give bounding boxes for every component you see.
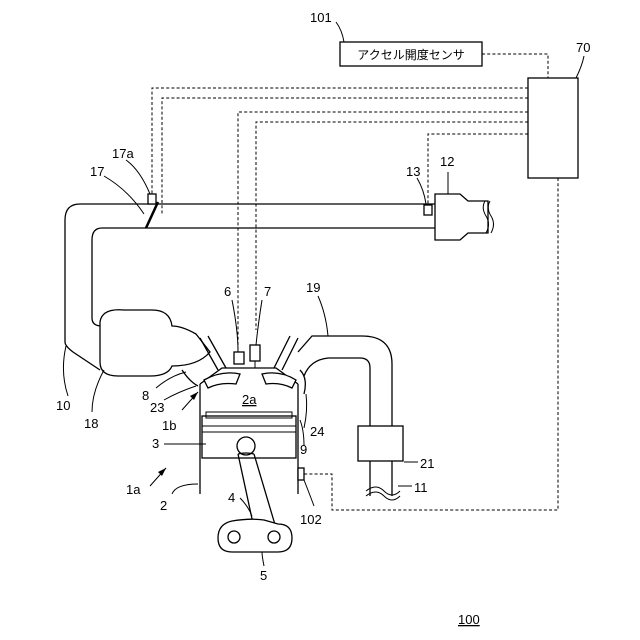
label-102: 102 [300, 512, 322, 527]
label-1a: 1a [126, 482, 141, 497]
label-101: 101 [310, 10, 332, 25]
label-6: 6 [224, 284, 231, 299]
label-11: 11 [414, 480, 428, 495]
label-12: 12 [440, 154, 454, 169]
exhaust-pipe [298, 336, 392, 426]
label-24: 24 [310, 424, 324, 439]
label-1b: 1b [162, 418, 176, 433]
fuel-injector [234, 352, 244, 364]
leader-lines [63, 22, 584, 566]
piston [202, 412, 296, 458]
label-17: 17 [90, 164, 104, 179]
label-3: 3 [152, 436, 159, 451]
surge-tank [100, 310, 210, 376]
controller-box [528, 78, 578, 178]
label-70: 70 [576, 40, 590, 55]
label-2: 2 [160, 498, 167, 513]
label-4: 4 [228, 490, 235, 505]
label-18: 18 [84, 416, 98, 431]
label-21: 21 [420, 456, 434, 471]
label-8: 8 [142, 388, 149, 403]
air-cleaner [435, 194, 488, 240]
label-17a: 17a [112, 146, 134, 161]
connecting-rod [238, 454, 276, 528]
label-2a: 2a [242, 392, 257, 407]
throttle-sensor [148, 194, 156, 204]
label-13: 13 [406, 164, 420, 179]
label-9: 9 [300, 442, 307, 457]
cylinder-head [200, 336, 298, 388]
spark-plug [250, 345, 260, 361]
label-23: 23 [150, 400, 164, 415]
catalyst [358, 426, 403, 461]
airflow-meter [424, 205, 432, 215]
throttle-valve [146, 202, 158, 228]
accelerator-sensor-text: アクセル開度センサ [357, 47, 464, 62]
label-5: 5 [260, 568, 267, 583]
label-7: 7 [264, 284, 271, 299]
crankshaft [218, 519, 292, 552]
knock-sensor [298, 468, 304, 480]
label-10: 10 [56, 398, 70, 413]
label-19: 19 [306, 280, 320, 295]
label-100: 100 [458, 612, 480, 627]
